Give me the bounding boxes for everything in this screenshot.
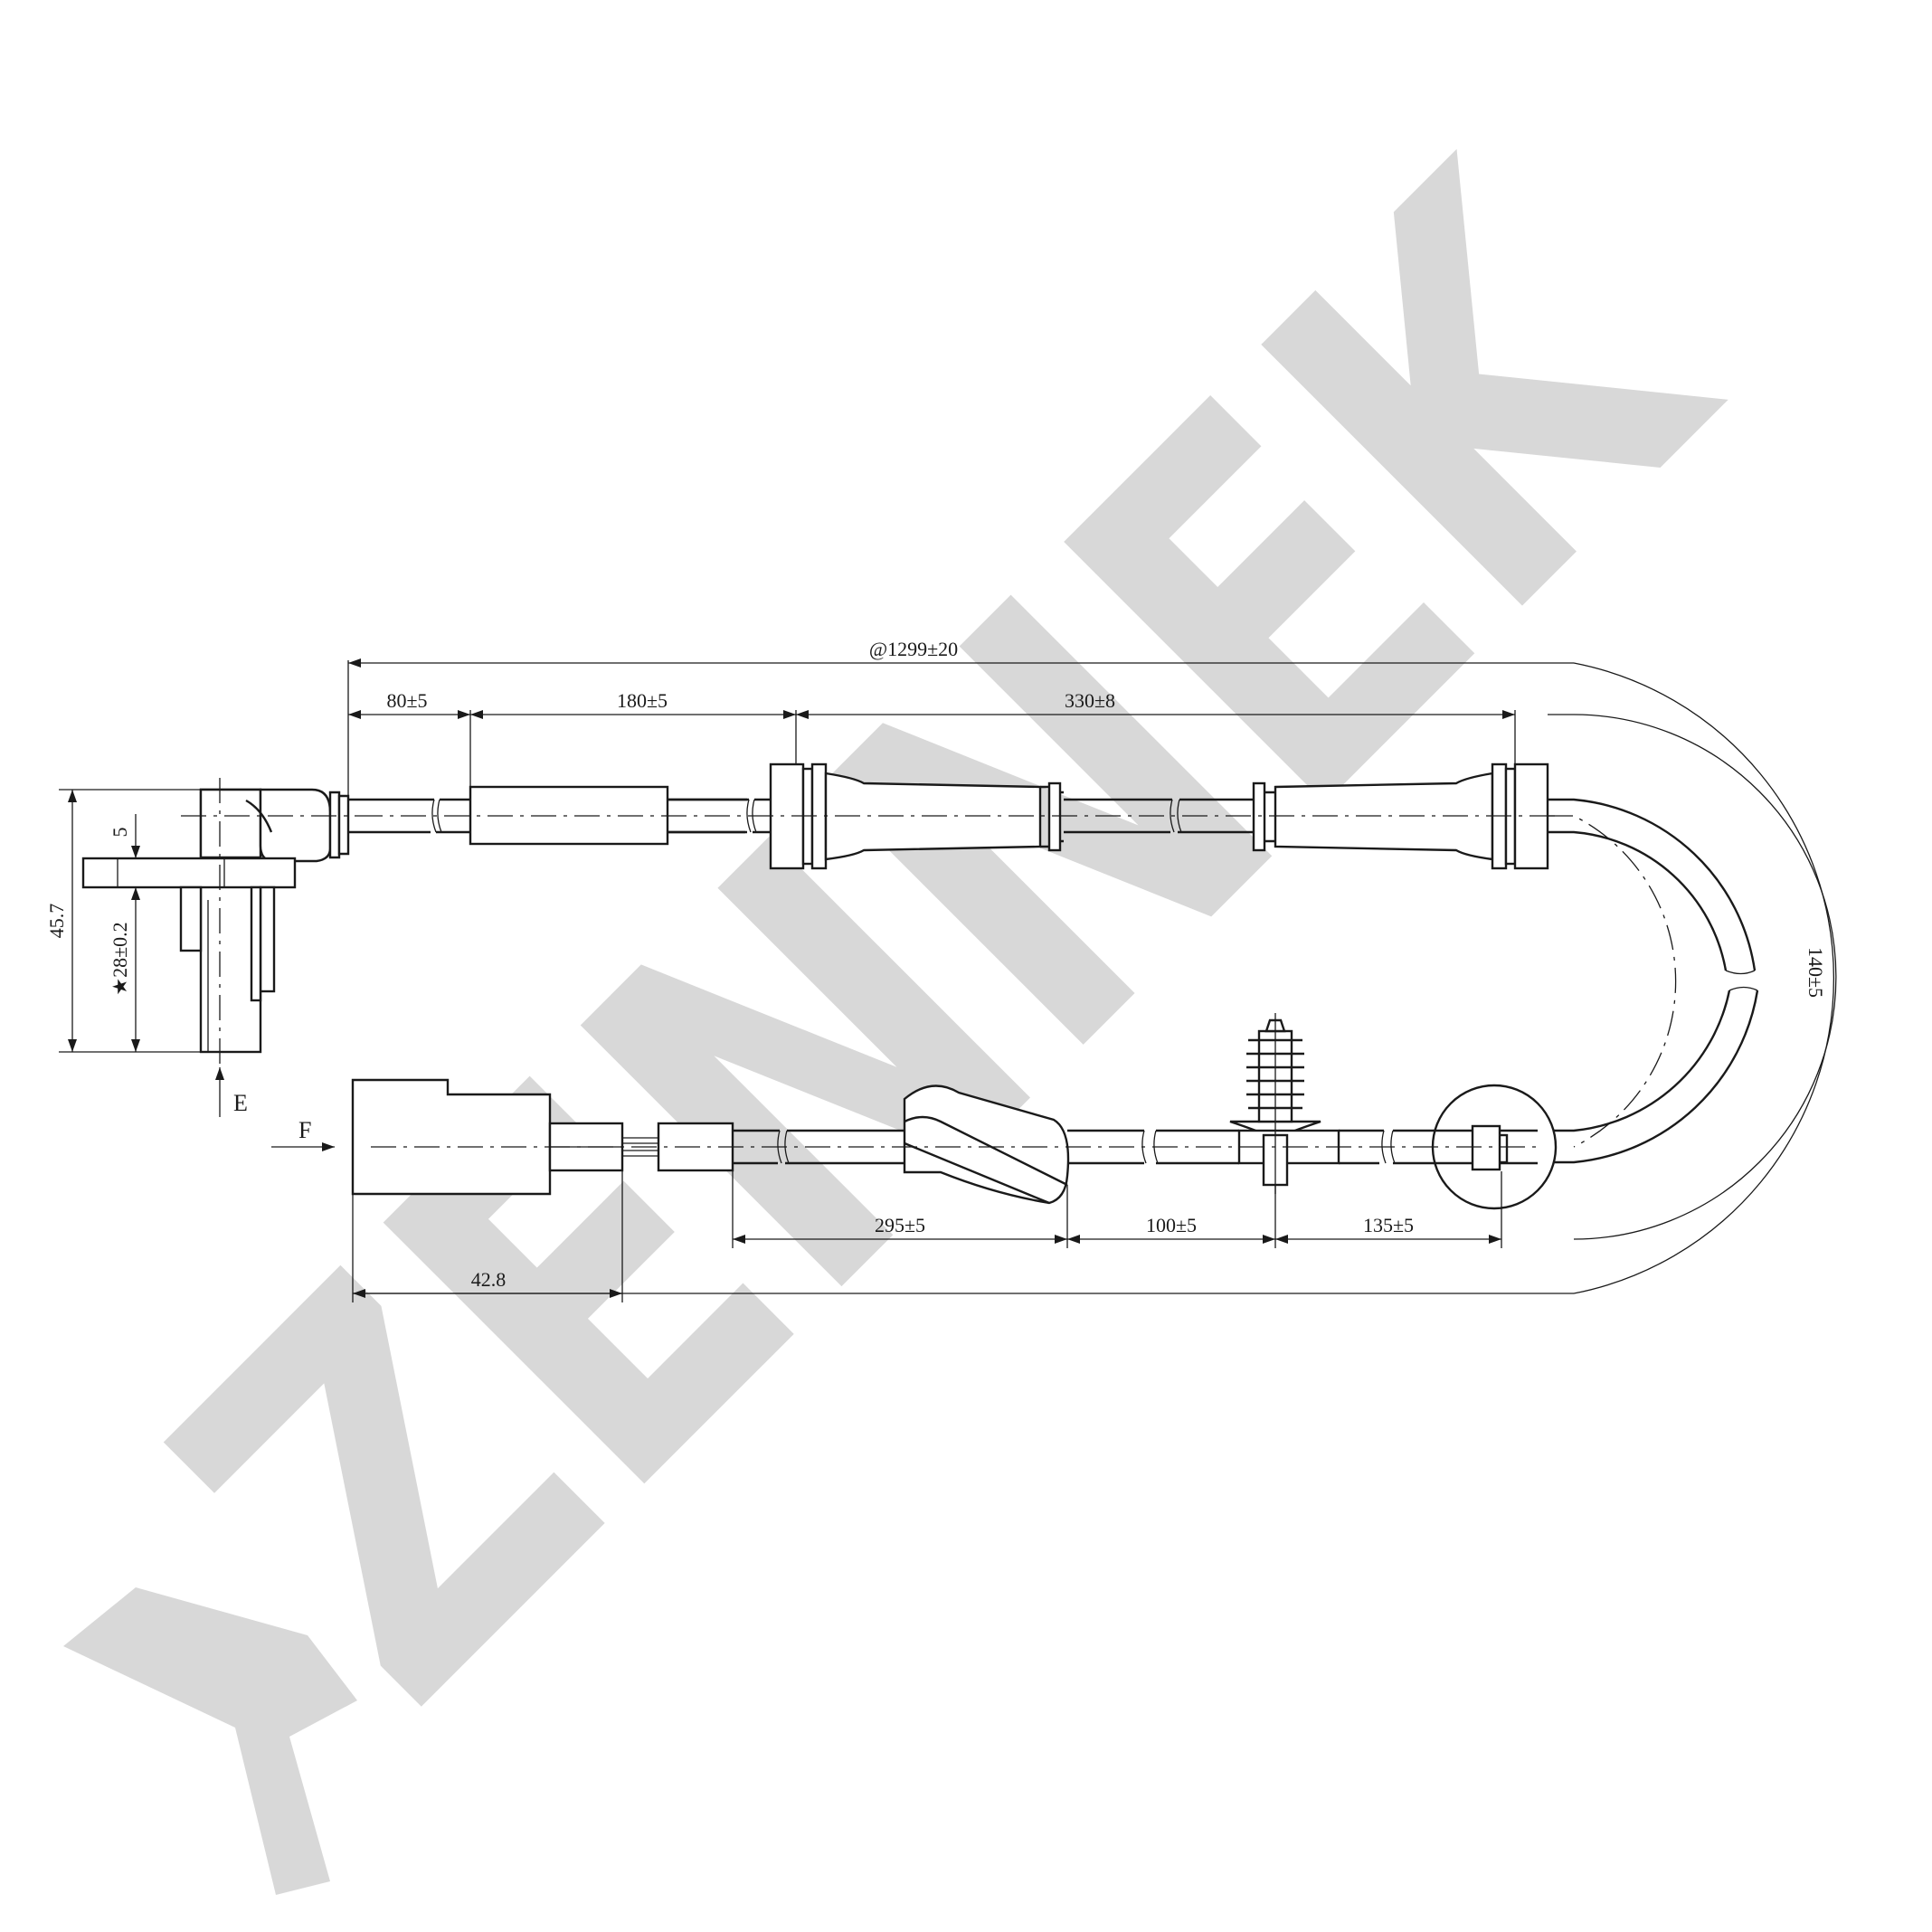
sensor-head bbox=[81, 778, 357, 1067]
view-label-f: F bbox=[298, 1117, 311, 1143]
dim-segment-295: 295±5 bbox=[875, 1214, 925, 1236]
dim-sensor-offset: 5 bbox=[109, 828, 131, 838]
upper-cable bbox=[348, 762, 1556, 870]
dim-bend-140: 140±5 bbox=[1804, 947, 1827, 998]
dim-segment-135: 135±5 bbox=[1363, 1214, 1414, 1236]
dim-segment-100: 100±5 bbox=[1146, 1214, 1197, 1236]
dim-total-length: @1299±20 bbox=[869, 638, 958, 660]
connector-body bbox=[351, 1078, 552, 1196]
cable-bend bbox=[1538, 798, 1759, 1164]
dim-sensor-height: 45.7 bbox=[45, 904, 68, 939]
dim-segment-330: 330±8 bbox=[1065, 689, 1115, 712]
view-label-e: E bbox=[233, 1090, 248, 1116]
tree-clip bbox=[1229, 1013, 1340, 1194]
dim-connector-42-8: 42.8 bbox=[471, 1268, 507, 1291]
watermark-chevron bbox=[63, 1587, 357, 1895]
dim-segment-180: 180±5 bbox=[617, 689, 668, 712]
dim-sensor-depth: ★28±0.2 bbox=[109, 922, 131, 995]
lower-cable: F bbox=[271, 1013, 1558, 1210]
sensor-dimensions: 45.7 5 ★28±0.2 E bbox=[45, 789, 248, 1117]
dimension-lines: @1299±20 80±5 180±5 330±8 140±5 295±5 10… bbox=[347, 638, 1837, 1302]
watermark-text: ZENNEK bbox=[77, 65, 1816, 1804]
watermark: ZENNEK bbox=[63, 65, 1815, 1895]
dim-segment-80: 80±5 bbox=[386, 689, 427, 712]
